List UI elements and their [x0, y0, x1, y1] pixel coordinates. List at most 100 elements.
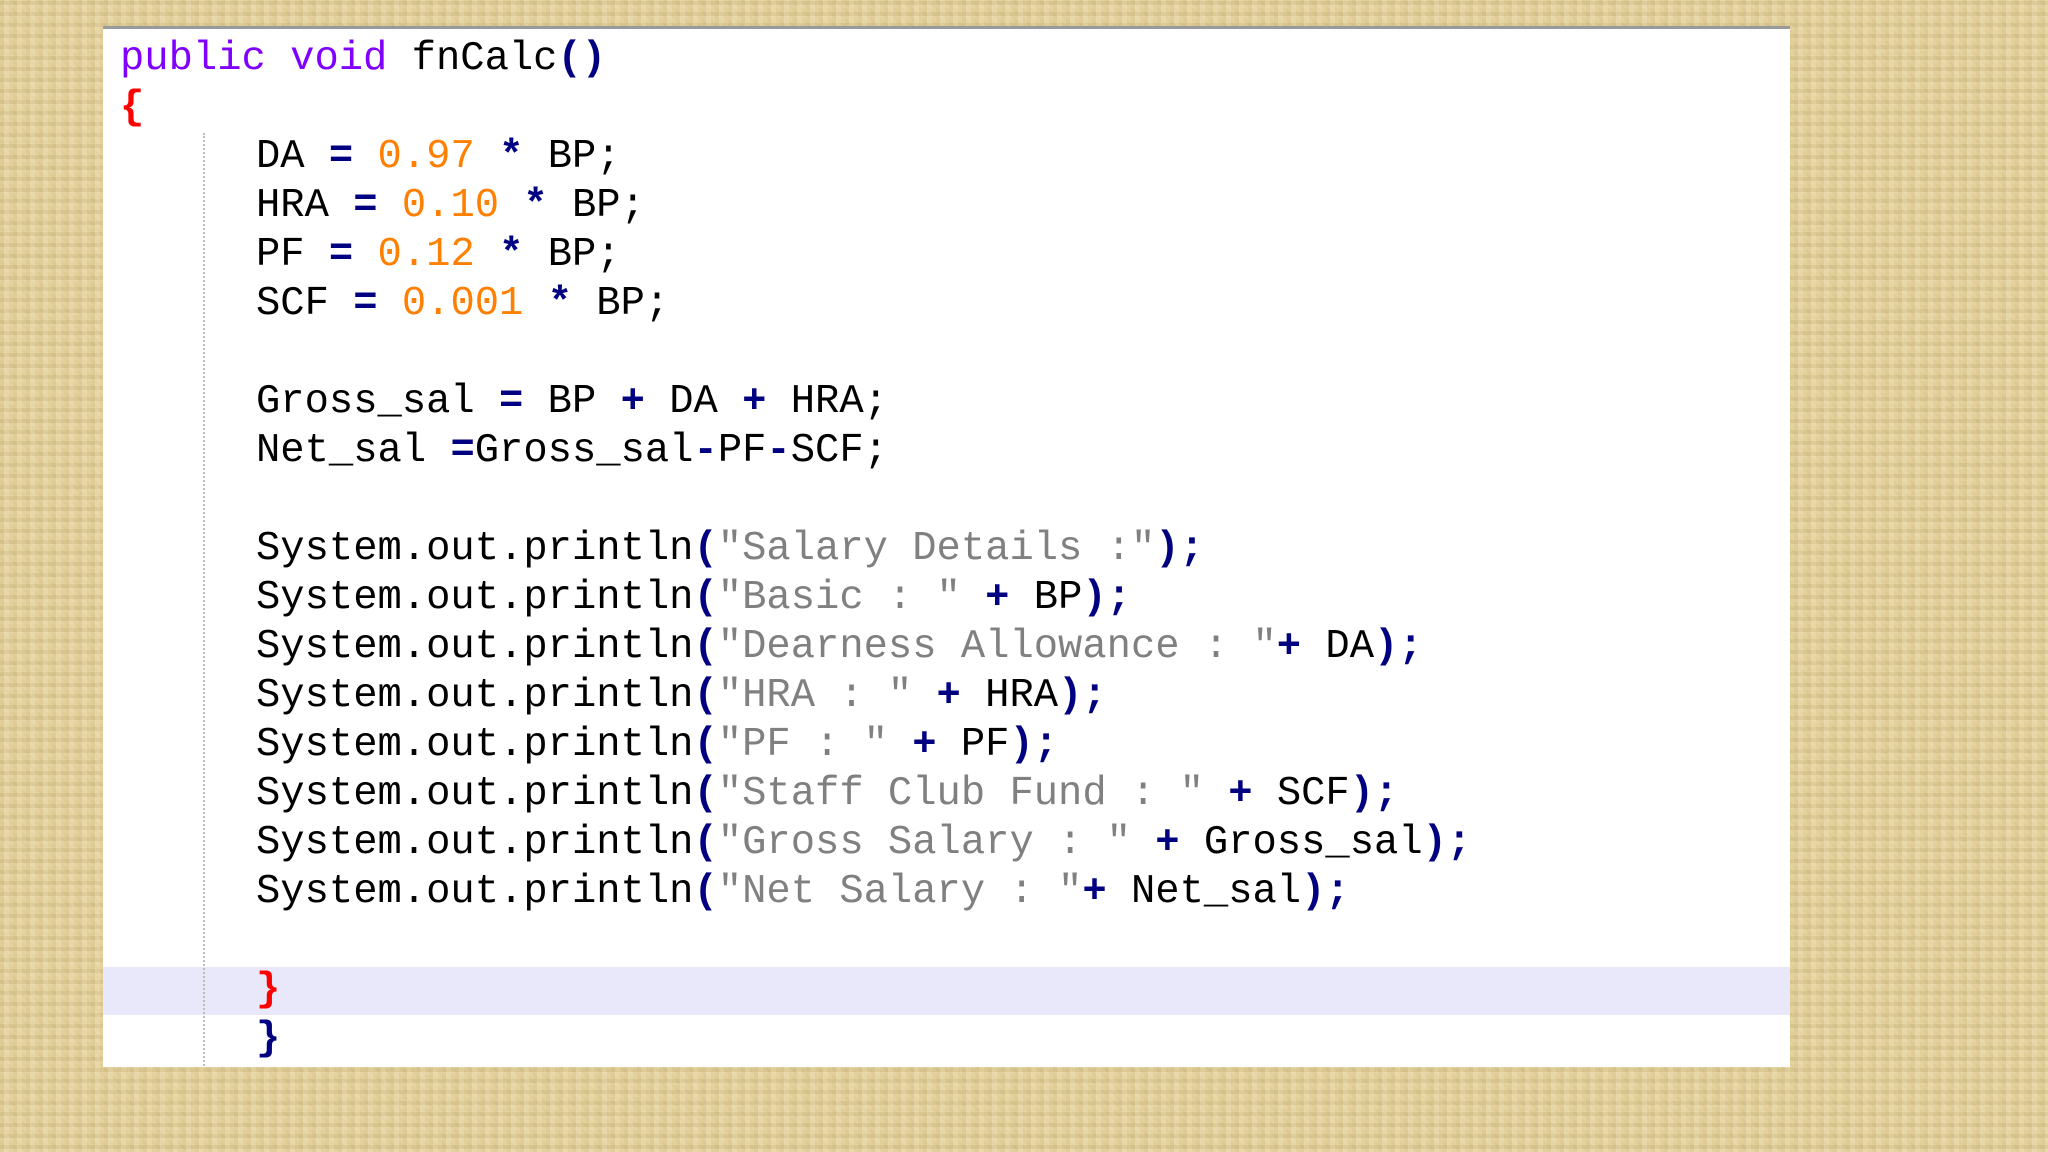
code-token: Net_sal	[1106, 869, 1302, 915]
code-line[interactable]	[103, 917, 1471, 966]
code-token	[266, 36, 290, 82]
code-token: ()	[557, 36, 607, 82]
code-line[interactable]: System.out.println("Gross Salary : " + G…	[103, 819, 1471, 868]
code-line[interactable]: PF = 0.12 * BP;	[103, 231, 1471, 280]
code-token: +	[1276, 624, 1302, 670]
code-line[interactable]: }	[103, 966, 1471, 1015]
code-line[interactable]	[103, 476, 1471, 525]
code-token: 0.97	[377, 134, 475, 180]
code-token: {	[120, 85, 145, 131]
code-token: BP	[1009, 575, 1083, 621]
code-line[interactable]: System.out.println("PF : " + PF);	[103, 721, 1471, 770]
code-line[interactable]: System.out.println("Basic : " + BP);	[103, 574, 1471, 623]
code-line[interactable]: HRA = 0.10 * BP;	[103, 182, 1471, 231]
code-token	[1204, 771, 1228, 817]
code-line[interactable]: SCF = 0.001 * BP;	[103, 280, 1471, 329]
code-token	[475, 232, 499, 278]
code-token: "Gross Salary : "	[717, 820, 1131, 866]
code-token: Net_sal	[256, 428, 451, 474]
code-token: BP;	[523, 134, 621, 180]
code-token: *	[499, 232, 524, 278]
code-token: (	[693, 869, 718, 915]
code-token: System.out.println	[256, 526, 694, 572]
code-token: (	[693, 673, 718, 719]
code-token: BP	[523, 379, 621, 425]
code-token: 0.12	[377, 232, 475, 278]
code-token: System.out.println	[256, 722, 694, 768]
code-token: System.out.println	[256, 575, 694, 621]
code-token: +	[912, 722, 937, 768]
code-token: Gross_sal	[256, 379, 500, 425]
code-line[interactable]: DA = 0.97 * BP;	[103, 133, 1471, 182]
code-line[interactable]	[103, 329, 1471, 378]
code-token: (	[693, 526, 718, 572]
code-token	[888, 722, 912, 768]
code-line[interactable]: }	[103, 1015, 1471, 1064]
code-token: PF	[717, 428, 767, 474]
code-token: +	[1155, 820, 1180, 866]
code-token: "Salary Details :"	[717, 526, 1156, 572]
code-token: );	[1155, 526, 1204, 572]
code-token: );	[1301, 869, 1350, 915]
code-token: BP;	[547, 183, 645, 229]
code-token: System.out.println	[256, 820, 694, 866]
code-token: =	[499, 379, 524, 425]
code-token: +	[985, 575, 1010, 621]
code-token: (	[693, 722, 718, 768]
code-token: "Net Salary : "	[717, 869, 1083, 915]
code-token: (	[693, 771, 718, 817]
code-token: HRA;	[766, 379, 888, 425]
code-line[interactable]: public void fnCalc()	[103, 35, 1471, 84]
code-token: void	[290, 36, 388, 82]
code-line[interactable]: System.out.println("Dearness Allowance :…	[103, 623, 1471, 672]
code-editor[interactable]: public void fnCalc(){DA = 0.97 * BP;HRA …	[103, 26, 1790, 1067]
code-line[interactable]: System.out.println("Net Salary : "+ Net_…	[103, 868, 1471, 917]
code-token: );	[1374, 624, 1423, 670]
code-token: SCF	[256, 281, 354, 327]
code-token: (	[693, 575, 718, 621]
code-body[interactable]: public void fnCalc(){DA = 0.97 * BP;HRA …	[103, 35, 1471, 1064]
code-token	[378, 183, 402, 229]
code-token: );	[1349, 771, 1399, 817]
code-token	[523, 281, 547, 327]
code-token: 0.001	[401, 281, 524, 327]
code-token: );	[1058, 673, 1107, 719]
code-token	[378, 281, 402, 327]
code-line[interactable]: System.out.println("HRA : " + HRA);	[103, 672, 1471, 721]
code-token: Gross_sal	[474, 428, 694, 474]
code-token: System.out.println	[256, 771, 694, 817]
code-token: DA	[256, 134, 329, 180]
code-token: *	[499, 134, 524, 180]
code-token: DA	[1301, 624, 1375, 670]
code-token: 0.10	[401, 183, 500, 229]
code-token: *	[523, 183, 548, 229]
code-token: System.out.println	[256, 869, 694, 915]
code-token	[499, 183, 523, 229]
code-token: "Staff Club Fund : "	[717, 771, 1204, 817]
code-line[interactable]: {	[103, 84, 1471, 133]
code-token: *	[547, 281, 572, 327]
code-token: "PF : "	[717, 722, 888, 768]
code-token: +	[1228, 771, 1253, 817]
code-token: =	[450, 428, 475, 474]
code-line[interactable]: Gross_sal = BP + DA + HRA;	[103, 378, 1471, 427]
code-token: }	[256, 1016, 281, 1062]
code-token: SCF	[1252, 771, 1350, 817]
code-token: "Dearness Allowance : "	[717, 624, 1277, 670]
code-token: );	[1009, 722, 1059, 768]
code-line[interactable]: System.out.println("Salary Details :");	[103, 525, 1471, 574]
code-token: =	[328, 134, 354, 180]
code-token: (	[693, 820, 718, 866]
code-token	[1131, 820, 1155, 866]
code-token: System.out.println	[256, 673, 694, 719]
code-token: -	[766, 428, 791, 474]
code-token: BP;	[523, 232, 621, 278]
code-line[interactable]: Net_sal =Gross_sal-PF-SCF;	[103, 427, 1471, 476]
code-token	[353, 232, 377, 278]
code-line[interactable]: System.out.println("Staff Club Fund : " …	[103, 770, 1471, 819]
code-token: SCF;	[790, 428, 888, 474]
code-token: PF	[936, 722, 1010, 768]
code-token: HRA	[256, 183, 354, 229]
code-token: =	[353, 183, 378, 229]
code-token: =	[328, 232, 354, 278]
